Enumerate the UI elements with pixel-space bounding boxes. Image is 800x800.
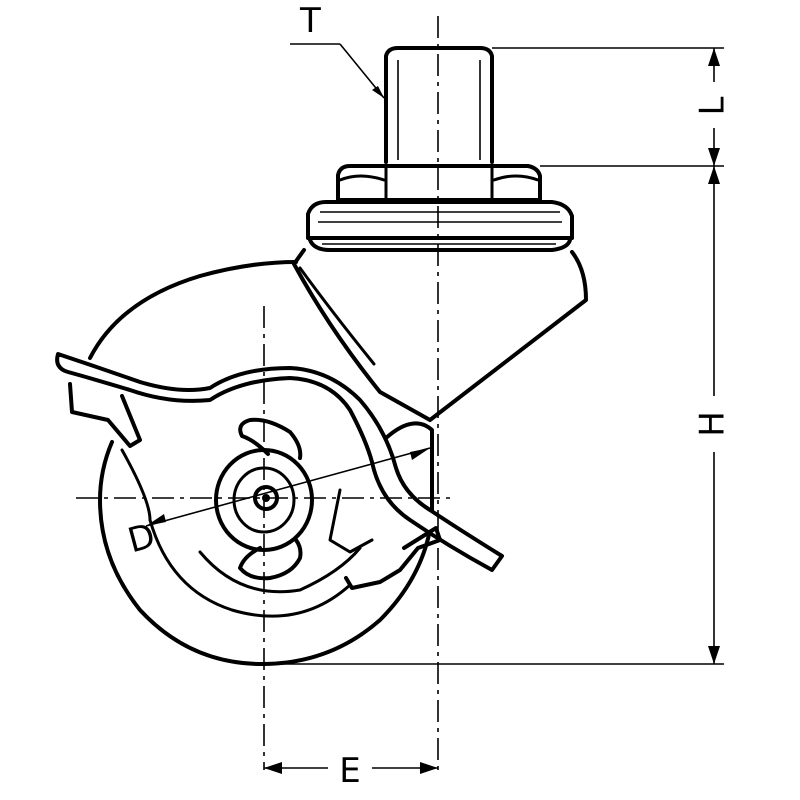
label-l-mask <box>690 82 738 128</box>
label-h: H <box>693 411 733 437</box>
swivel-plate <box>306 200 574 252</box>
label-l: L <box>693 96 733 115</box>
fork-housing <box>292 248 588 422</box>
threaded-stem <box>384 46 494 164</box>
center-lines <box>76 16 456 770</box>
extension-lines <box>280 47 724 665</box>
label-e-mask <box>328 752 372 788</box>
brake-shoe <box>198 488 374 594</box>
hex-nut <box>336 164 542 202</box>
wheel-guard <box>88 260 432 666</box>
label-e: E <box>339 751 360 791</box>
label-t: T <box>299 1 321 41</box>
label-h-mask <box>690 396 738 452</box>
brake-lever <box>55 352 504 590</box>
thread-leader <box>290 43 385 99</box>
diameter-leader <box>145 447 431 527</box>
